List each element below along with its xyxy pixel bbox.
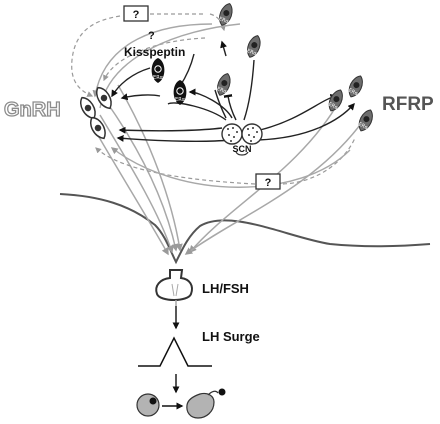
gnrh-neuron bbox=[80, 96, 96, 120]
brain-outline bbox=[59, 193, 431, 265]
gnrh-neurons bbox=[80, 86, 112, 140]
lhfsh-label: LH/FSH bbox=[202, 281, 249, 296]
kisspeptin-neuron: ERα bbox=[151, 58, 165, 83]
gnrh-neuron bbox=[90, 116, 106, 140]
rfrp-neuron: ERα bbox=[347, 75, 363, 98]
rfrp-neurons: ERα ERα ERα bbox=[327, 75, 373, 132]
rfrp-neuron: ERα bbox=[357, 109, 373, 132]
kisspeptin-label: Kisspeptin bbox=[124, 45, 185, 59]
lh-surge-label: LH Surge bbox=[202, 329, 260, 344]
svg-text:ERα: ERα bbox=[218, 16, 230, 25]
rfrp-neuron: ERα bbox=[327, 89, 343, 112]
follicle bbox=[136, 393, 160, 417]
lh-surge-spike bbox=[138, 336, 212, 367]
svg-text:ERα: ERα bbox=[357, 122, 369, 132]
er-alpha-neuron: ERα bbox=[218, 3, 233, 26]
er-alpha-neurons: ERα ERα ERα bbox=[216, 3, 261, 96]
kisspeptin-neuron: ERα bbox=[173, 80, 187, 105]
ruptured-follicle bbox=[186, 388, 226, 419]
svg-text:ERα: ERα bbox=[153, 75, 164, 81]
er-alpha-neuron: ERα bbox=[246, 35, 261, 58]
unknown-pathways bbox=[71, 13, 356, 185]
unknown-box-bottom: ? bbox=[255, 173, 281, 190]
gnrh-label: GnRH bbox=[4, 99, 61, 121]
svg-text:ERα: ERα bbox=[347, 88, 359, 98]
svg-text:ERα: ERα bbox=[175, 97, 186, 103]
unknown-top-line-label: ? bbox=[148, 30, 155, 42]
kisspeptin-neurons: ERα ERα bbox=[151, 58, 187, 105]
gnrh-neuron bbox=[96, 86, 112, 110]
unknown-box-top-label: ? bbox=[133, 9, 140, 21]
unknown-box-bottom-label: ? bbox=[265, 177, 272, 189]
svg-text:ERα: ERα bbox=[246, 48, 258, 57]
unknown-box-top: ? bbox=[123, 5, 149, 22]
scn-nucleus bbox=[221, 123, 263, 156]
scn-label: SCN bbox=[232, 144, 251, 154]
er-alpha-neuron: ERα bbox=[216, 73, 231, 96]
pituitary-gland bbox=[155, 269, 193, 301]
projections-to-median-eminence bbox=[95, 84, 361, 306]
rfrp-to-gnrh-arcs bbox=[92, 23, 351, 188]
svg-text:ERα: ERα bbox=[216, 86, 228, 95]
rfrp-label: RFRP bbox=[382, 94, 434, 115]
svg-text:ERα: ERα bbox=[327, 102, 339, 112]
